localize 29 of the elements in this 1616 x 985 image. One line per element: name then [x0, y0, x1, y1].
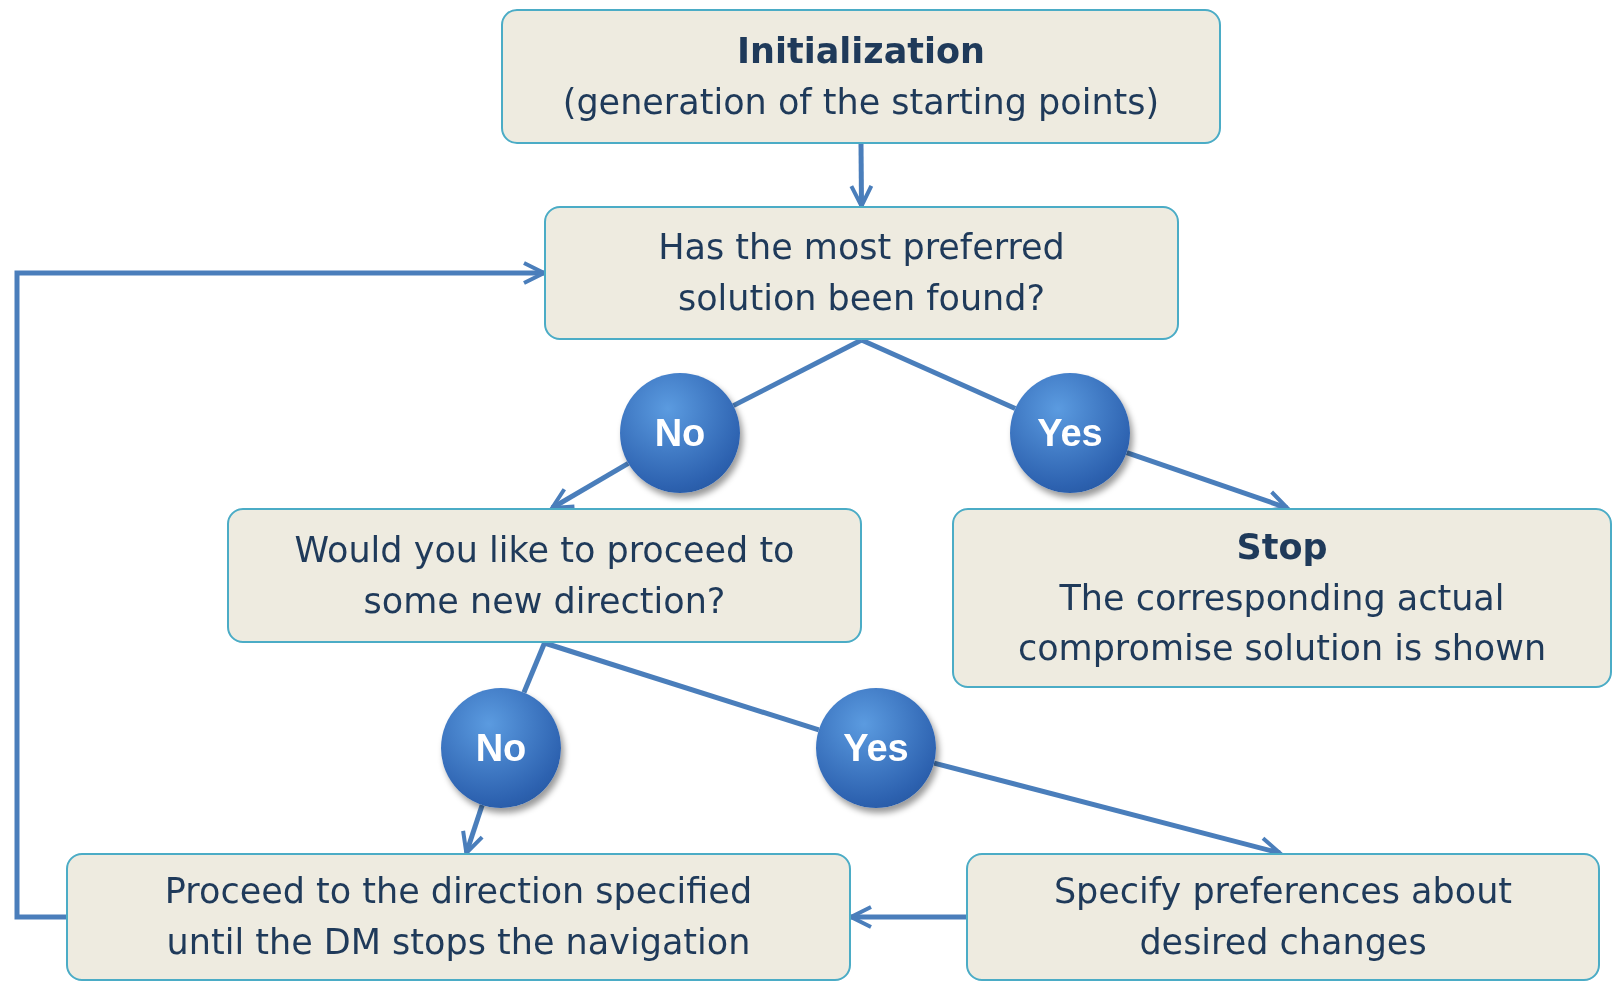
connector-line	[860, 337, 1017, 411]
answer-label: Yes	[1037, 411, 1103, 455]
box-text: (generation of the starting points)	[562, 80, 1160, 124]
box-text: Would you like to proceed to some new direction?	[293, 528, 796, 623]
answer-label: No	[475, 726, 527, 770]
answer-label: Yes	[843, 726, 909, 770]
answer-circle	[1010, 373, 1130, 493]
process-box	[966, 853, 1600, 981]
box-text: Specify preferences about desired changes	[1052, 870, 1514, 964]
box-text: The corresponding actual compromise solution is shown	[1016, 576, 1548, 671]
answer-label: No	[654, 411, 706, 455]
process-box	[544, 206, 1179, 340]
answer-circle	[620, 373, 740, 493]
box-heading: Stop	[1236, 525, 1328, 569]
process-box	[501, 9, 1221, 144]
arrow	[14, 261, 546, 920]
box-text: Has the most preferred solution been found?	[657, 226, 1066, 320]
arrow	[849, 144, 874, 208]
connector-line	[521, 642, 547, 694]
box-heading: Initialization	[737, 29, 985, 73]
process-box	[227, 508, 862, 643]
box-text: Proceed to the direction specified until the DM stops the navigation	[163, 870, 754, 964]
arrow	[849, 905, 966, 929]
process-box	[952, 508, 1612, 688]
connector-line	[732, 337, 863, 408]
arrow	[461, 804, 485, 855]
process-box	[66, 853, 851, 981]
arrow	[550, 461, 630, 511]
connector-line	[543, 640, 820, 733]
